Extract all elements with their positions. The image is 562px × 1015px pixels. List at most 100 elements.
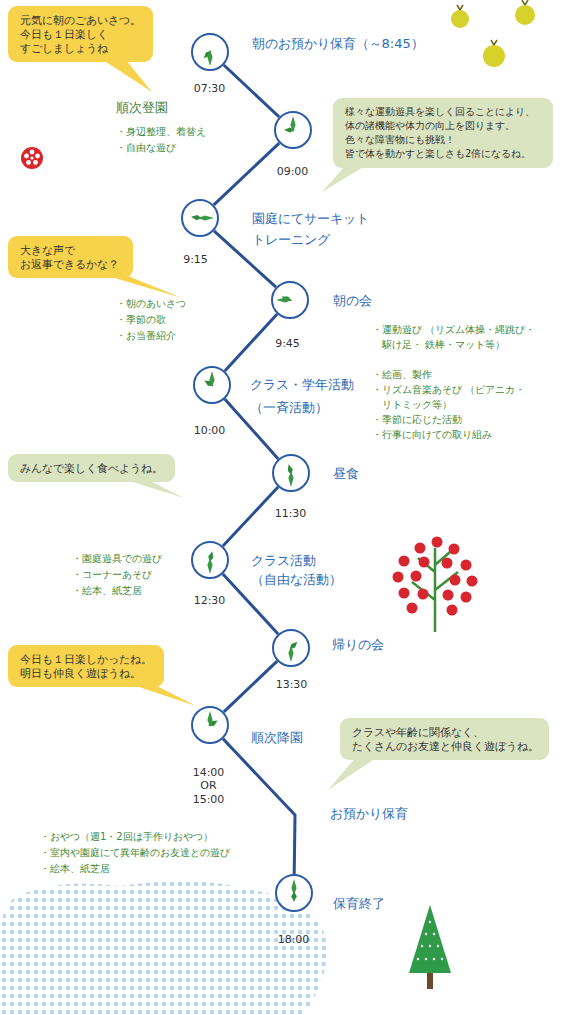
berry [461,592,472,603]
step-title: 昼食 [333,465,359,482]
berry [450,575,461,586]
fir-dot [433,933,435,935]
time-label: 09:00 [273,165,313,179]
minute-hand [276,297,292,302]
clock-hands [274,111,312,149]
speech-bubble: クラスや年齢に関係なく、 たくさんのお友達と仲良く遊ぼうね。 [340,718,549,760]
tail-shape [108,276,182,298]
clock-hands [275,874,313,912]
berry [407,603,418,614]
time-label: 11:30 [271,507,311,521]
clock-hands [191,33,229,71]
clock-node: クラス活動 （自由な活動）12:30 [191,541,229,579]
time-label: 10:00 [190,424,230,438]
timeline-connector [225,314,277,371]
speech-bubble: 様々な運動遊具を楽しく回ることにより、 体の諸機能や体力の向上を図ります。 色々… [333,98,553,168]
fruit [515,5,535,25]
clock-hands [271,281,309,319]
timeline-connector [214,143,279,205]
tail-shape [328,758,376,790]
berry [449,544,460,555]
flower-dot [35,154,40,159]
timeline-connector [223,739,295,874]
step-title: 朝の会 [333,292,372,309]
green-fir-tree [409,905,451,989]
step-title: クラス活動 （自由な活動） [251,551,352,589]
list-label: ・リズム音楽あそび （ピアニカ・リトミック等） [372,382,537,412]
flower-dot [24,154,29,159]
fir-dot [429,945,431,947]
clock-node: 園庭にてサーキット トレーニング9:15 [181,199,219,237]
berry [393,572,404,583]
bubble-text: 大きな声で お返事できるかな？ [20,243,121,271]
list-label: ・運動遊び （リズム体操・縄跳び・駆け足・ 鉄棒・マット等） [372,322,537,352]
fir-dot [437,945,439,947]
flower-dot [26,160,31,165]
berry [415,543,426,554]
list-label: ・コーナーあそび [72,567,152,582]
list-label: ・園庭遊具での遊び [72,551,162,566]
minute-hand [288,646,293,662]
tree-berries [393,537,478,616]
timeline-connector [223,487,278,546]
fir-dot [433,958,435,960]
bubble-tail [8,645,164,687]
step-title: クラス・学年活動 （一斉活動） [250,373,364,419]
fir-dot [441,958,443,960]
speech-bubble: 大きな声で お返事できるかな？ [8,236,133,278]
clock-hands [191,706,229,744]
clock-node: 朝の会9:45 [271,281,309,319]
speech-bubble: 元気に朝のごあいさつ。 今日も１日楽しく すごしましょうね [8,6,153,62]
berry [399,556,410,567]
tail-shape [103,60,152,92]
minute-hand [207,558,212,574]
clock-hands [193,366,231,404]
list-label: ・おやつ（週1・2回は手作りおやつ） [40,829,213,844]
minute-hand [290,116,295,132]
minute-hand [209,371,214,387]
list-label: ・朝のあいさつ [116,296,186,311]
list-label: ・行事に向けての取り組み [372,427,537,442]
tail-shape [133,685,196,706]
red-dot-tree [393,537,478,633]
list-label: ・身辺整理、着替え [116,124,206,139]
list-label: ・季節の歌 [116,312,166,327]
berry [461,560,472,571]
tail-shape [126,480,184,498]
fir-dot [425,958,427,960]
fir-dots [417,921,443,960]
list-label: ・絵本、紙芝居 [40,861,110,876]
berry [399,588,410,599]
yellow-fruits [451,0,535,67]
clock-node: 順次降園14:00 OR 15:00 [191,706,229,744]
bubble-tail [8,236,133,278]
time-label: 9:45 [268,337,308,351]
timeline-connector [224,661,277,712]
bubble-text: 元気に朝のごあいさつ。 今日も１日楽しく すごしましょうね [20,13,141,55]
berry [432,537,443,548]
list-label: 順次登園 [116,100,168,116]
time-label: 13:30 [272,678,312,692]
timeline-connector [224,65,279,117]
time-label: 12:30 [190,594,230,608]
clock-hands [272,454,310,492]
minute-hand [291,879,296,895]
flower-dot [30,156,33,159]
list-label: ・お当番紹介 [116,328,176,343]
clock-node: 昼食11:30 [272,454,310,492]
step-title: 保育終了 [333,895,385,912]
list-label: ・室内や園庭にて異年齢のお友達との遊び [40,845,230,860]
flower-body [21,147,43,169]
berry [442,558,453,569]
berry [419,557,430,568]
time-label: 18:00 [274,933,314,947]
step-title: 園庭にてサーキット トレーニング [252,208,379,250]
bubble-text: 今日も１日楽しかったね。 明日も仲良く遊ぼうね。 [20,652,152,680]
clock-node: クラス・学年活動 （一斉活動）10:00 [193,366,231,404]
time-label: 14:00 OR 15:00 [192,766,226,807]
berry [467,576,478,587]
speech-bubble: 今日も１日楽しかったね。 明日も仲良く遊ぼうね。 [8,645,164,687]
tail-shape [322,166,365,192]
bubble-text: クラスや年齢に関係なく、 たくさんのお友達と仲良く遊ぼうね。 [352,725,537,753]
